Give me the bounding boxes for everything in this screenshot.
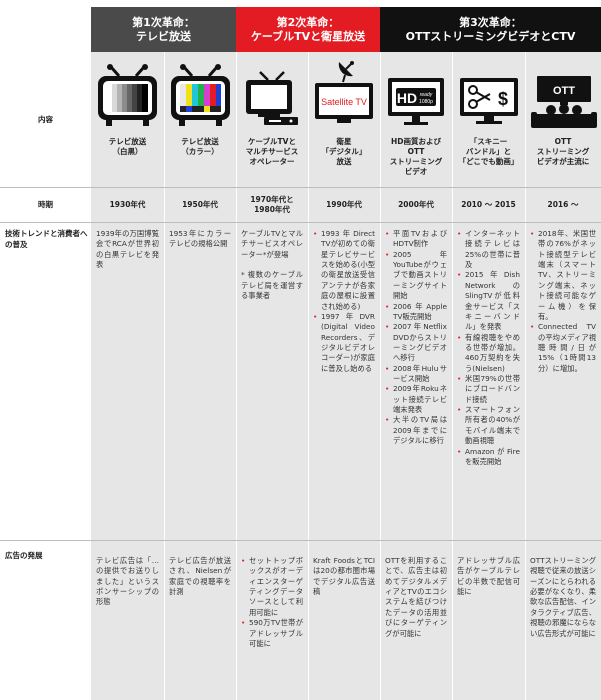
bullet-item: インターネット接続テレビは25%の世帯に普及: [457, 229, 520, 270]
tech-col-2: 1953年にカラーテレビの規格公開: [169, 229, 231, 249]
svg-text:HD: HD: [397, 90, 417, 106]
row-label-period: 時期: [38, 199, 53, 209]
tech-list-col-6: インターネット接続テレビは25%の世帯に普及2015年Dish Networkの…: [457, 229, 520, 467]
bullet-item: 1993年Direct TVが初めての衛星テレビサービスを始める(小型の衛星放送…: [313, 229, 375, 312]
bw-tv-icon: [98, 64, 157, 126]
skinny-bundle-icon: $: [460, 78, 518, 124]
bullet-item: 2005年YouTubeがウェブで動画ストリーミングサイト開始: [385, 250, 447, 302]
period-col-7: 2016 〜: [547, 199, 579, 209]
caption-col-6: 「スキニー バンドル」と 「どこでも動画」: [458, 137, 519, 167]
bullet-item: 平面TVおよびHDTV制作: [385, 229, 447, 250]
caption-col-5: HD画質および OTT ストリーミング ビデオ: [389, 137, 443, 177]
svg-text:OTT: OTT: [553, 85, 575, 97]
tech-col-7: 2018年、米国世帯の76%がネット接続型テレビ端末（スマートTV、ストリーミン…: [525, 223, 601, 540]
bullet-item: 2015年Dish NetworkのSlingTVが低料金サービス「スキニーバン…: [457, 270, 520, 332]
satellite-tv-icon: Satellite TV: [315, 61, 373, 123]
tech-col-6: インターネット接続テレビは25%の世帯に普及2015年Dish Networkの…: [452, 223, 525, 540]
caption-col-3: ケーブルTVと マルチサービス オペレーター: [245, 137, 299, 167]
caption-col-2: テレビ放送 （カラー）: [181, 137, 219, 157]
svg-text:ready: ready: [420, 92, 433, 98]
bullet-item: AmazonがFireを販売開始: [457, 447, 520, 468]
caption-col-1: テレビ放送 （白黒）: [108, 137, 147, 157]
revolution-2-band: 第2次革命：ケーブルTVと衛星放送: [236, 7, 380, 52]
bullet-item: 米国79%の世帯にブロードバンド接続: [457, 374, 520, 405]
period-col-5: 2000年代: [398, 199, 434, 209]
tech-list-col-7: 2018年、米国世帯の76%がネット接続型テレビ端末（スマートTV、ストリーミン…: [530, 229, 596, 374]
bullet-item: 2006年Apple TV販売開始: [385, 302, 447, 323]
column-bg-2: [164, 52, 236, 700]
caption-col-7: OTT ストリーミング ビデオが主流に: [536, 137, 590, 167]
ads-col-7: OTTストリーミング視聴で従来の放送シーズンにとらわれる必要がなくなり、柔軟な広…: [530, 556, 596, 638]
period-col-6: 2010 〜 2015: [461, 199, 516, 209]
ads-col-5: OTTを利用することで、広告主は初めてデジタルメディアとTVのエコシステムを結び…: [385, 556, 447, 638]
ads-list-col-3: セットトップボックスがオーディエンスターゲティングデータソースとして利用可能に5…: [241, 556, 303, 649]
bullet-item: 590万TV世帯がアドレッサブル可能に: [241, 618, 303, 649]
row-label-tech: 技術トレンドと消費者への普及: [5, 229, 88, 250]
bullet-item: 1997年DVR (Digital Video Recorders、デジタルビデ…: [313, 312, 375, 374]
bullet-item: 大半のTV局は2009年までにデジタルに移行: [385, 415, 447, 446]
revolution-3-band: 第3次革命：OTTストリーミングビデオとCTV: [380, 7, 601, 52]
bullet-item: 2008年Huluサービス開始: [385, 364, 447, 385]
ads-col-1: テレビ広告は「…の提供でお送りしました」というスポンサーシップの形態: [96, 556, 159, 607]
ott-viewers-icon: OTT: [531, 76, 597, 128]
svg-text:1080p: 1080p: [419, 99, 433, 105]
bullet-item: スマートフォン所有者の40%がモバイル端末で動画視聴: [457, 405, 520, 446]
tech-col-4: 1993年Direct TVが初めての衛星テレビサービスを始める(小型の衛星放送…: [308, 223, 380, 540]
bullet-item: 2007年Netflix DVDからストリーミングビデオへ移行: [385, 322, 447, 363]
period-col-1: 1930年代: [109, 199, 146, 209]
period-col-3: 1970年代と 1980年代: [250, 194, 294, 214]
row-label-ads: 広告の発展: [5, 551, 43, 560]
bullet-item: 有線視聴をやめる世帯が増加。460万契約を失う(Nielsen): [457, 333, 520, 374]
tech-list-col-5: 平面TVおよびHDTV制作2005年YouTubeがウェブで動画ストリーミングサ…: [385, 229, 447, 447]
revolution-1-band: 第1次革命：テレビ放送: [91, 7, 236, 52]
bullet-item: 2018年、米国世帯の76%がネット接続型テレビ端末（スマートTV、ストリーミン…: [530, 229, 596, 322]
ads-col-4: Kraft FoodsとTCIは20の都市圏市場でデジタル広告送稿: [313, 556, 375, 597]
bullet-item: 2009年Rokuネット接続テレビ端末発表: [385, 384, 447, 415]
color-tv-icon: [171, 64, 230, 126]
hd-tv-icon: HD ready 1080p: [388, 78, 444, 125]
cable-tv-icon: [246, 71, 298, 125]
satellite-tv-label: Satellite TV: [321, 97, 367, 107]
ads-col-6: アドレッサブル広告がケーブルテレビの半数で配信可能に: [457, 556, 520, 597]
column-bg-4: [308, 52, 380, 700]
column-bg-1: [91, 52, 164, 700]
bullet-item: セットトップボックスがオーディエンスターゲティングデータソースとして利用可能に: [241, 556, 303, 618]
tech-col-3: ケーブルTVとマルチサービスオペレーター*が登場 * 複数のケーブルテレビ局を運…: [241, 229, 303, 301]
svg-text:$: $: [498, 89, 508, 109]
ads-col-3: セットトップボックスがオーディエンスターゲティングデータソースとして利用可能に5…: [236, 550, 308, 700]
bullet-item: Connected TVの平均メディア視聴時間/日が15%（1時間13分）に増加…: [530, 322, 596, 374]
period-col-4: 1990年代: [326, 199, 362, 209]
period-col-2: 1950年代: [182, 199, 218, 209]
column-bg-7: [525, 52, 601, 700]
tech-list-col-4: 1993年Direct TVが初めての衛星テレビサービスを始める(小型の衛星放送…: [313, 229, 375, 374]
ads-col-2: テレビ広告が放送され、Nielsenが家庭での視聴率を計測: [169, 556, 231, 597]
caption-col-4: 衛星 「デジタル」 放送: [321, 137, 367, 167]
tech-col-5: 平面TVおよびHDTV制作2005年YouTubeがウェブで動画ストリーミングサ…: [380, 223, 452, 540]
tech-col-1: 1939年の万国博覧会でRCAが世界初の白黒テレビを発表: [96, 229, 159, 270]
row-label-content: 内容: [38, 114, 53, 124]
